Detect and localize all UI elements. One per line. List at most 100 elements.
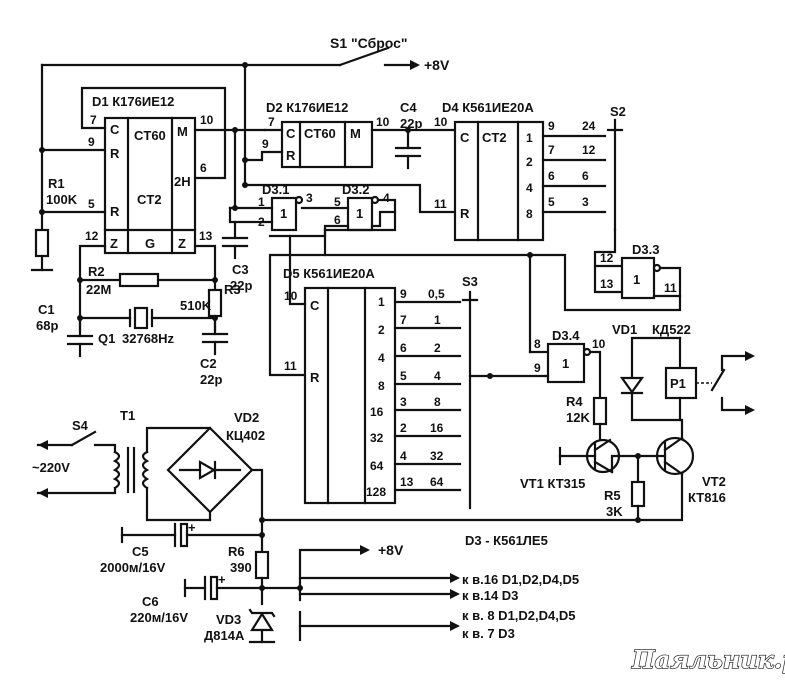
d32-name: D3.2 [342, 182, 369, 197]
svg-text:16: 16 [370, 405, 384, 419]
switch-s2[interactable]: S2 [606, 104, 626, 232]
switch-s1: S1 "Сброс" +8V [40, 35, 450, 73]
svg-text:7: 7 [400, 313, 407, 327]
d31-name: D3.1 [262, 182, 289, 197]
d4-chip: D4 К561ИЕ20А C R CT2 10 11 [434, 100, 545, 242]
vt2-transistor: VT2 КТ816 [655, 436, 726, 505]
vd3-type: Д814А [204, 628, 245, 643]
gate-d31: 1 D3.1 1 2 3 [258, 182, 313, 232]
vd1-name: VD1 [612, 322, 637, 337]
svg-text:0,5: 0,5 [428, 287, 445, 301]
d34-name: D3.4 [552, 328, 580, 343]
svg-text:24: 24 [582, 119, 596, 133]
d2-ct60: CT60 [304, 126, 336, 141]
r4-value: 12K [566, 410, 590, 425]
svg-text:9: 9 [400, 287, 407, 301]
s1-label: S1 "Сброс" [330, 35, 408, 51]
vt2-type: КТ816 [688, 490, 726, 505]
r4-body [592, 396, 608, 426]
r5-value: 3K [606, 504, 623, 519]
svg-text:1: 1 [633, 272, 640, 287]
d4-c: C [460, 130, 470, 145]
svg-text:6: 6 [548, 169, 555, 183]
r5-body [630, 480, 646, 508]
s4-label: S4 [72, 418, 89, 433]
transformer-t1: T1 [112, 408, 150, 494]
svg-text:32: 32 [370, 431, 384, 445]
r6-name: R6 [228, 544, 245, 559]
t1-name: T1 [120, 408, 135, 423]
d2-chip: D2 К176ИЕ12 C R CT60 M 7 9 10 [262, 100, 390, 169]
d2-name: D2 К176ИЕ12 [266, 100, 348, 115]
svg-text:10: 10 [592, 337, 606, 351]
c4-name: C4 [400, 100, 417, 115]
svg-text:9: 9 [548, 119, 555, 133]
svg-text:3: 3 [306, 191, 313, 205]
gate-d34: 1 D3.4 8 9 10 [534, 328, 606, 384]
c6-name: C6 [142, 594, 159, 609]
svg-text:64: 64 [430, 475, 444, 489]
svg-text:9: 9 [262, 137, 269, 151]
d1-ct60: CT60 [134, 128, 166, 143]
c5: + C5 2000м/16V [100, 520, 264, 575]
c3-name: C3 [232, 262, 249, 277]
watermark: Паяльник.ру [631, 645, 785, 674]
svg-text:6: 6 [334, 213, 341, 227]
switch-s4[interactable]: S4 ~220V [32, 418, 117, 498]
d5-chip: D5 К561ИЕ20А C R 10 11 [283, 266, 397, 505]
svg-text:13: 13 [600, 277, 614, 291]
d2-c: C [286, 126, 296, 141]
svg-text:+: + [218, 572, 226, 587]
svg-text:6: 6 [582, 169, 589, 183]
vd3-name: VD3 [216, 612, 241, 627]
d1-r1: R [110, 146, 120, 161]
power-note-2: к в.14 D3 [462, 588, 518, 603]
c6: + C6 220м/16V [130, 572, 302, 625]
svg-text:8: 8 [434, 395, 441, 409]
svg-text:6: 6 [200, 161, 207, 175]
svg-text:64: 64 [370, 459, 384, 473]
svg-text:128: 128 [366, 485, 386, 499]
d1-z1: Z [110, 236, 118, 251]
s2-label: S2 [610, 104, 626, 119]
switch-s3[interactable]: S3 [461, 274, 479, 510]
svg-text:9: 9 [88, 135, 95, 149]
svg-text:2: 2 [434, 341, 441, 355]
r1: R1 100K [30, 176, 78, 272]
svg-text:10: 10 [376, 115, 390, 129]
c5-name: C5 [132, 544, 149, 559]
svg-text:16: 16 [430, 421, 444, 435]
power-note-4: к в. 7 D3 [462, 626, 515, 641]
svg-text:1: 1 [258, 195, 265, 209]
vt1-transistor: VT1 КТ315 [520, 438, 621, 491]
d33-name: D3.3 [632, 242, 659, 257]
q1-value: 32768Hz [122, 331, 175, 346]
svg-text:1: 1 [280, 206, 287, 221]
d3-note: D3 - К561ЛЕ5 [465, 533, 548, 548]
q1-crystal [128, 306, 154, 330]
svg-text:1: 1 [356, 206, 363, 221]
svg-text:4: 4 [378, 351, 385, 365]
s3-label: S3 [462, 274, 478, 289]
d1-g: G [145, 236, 155, 251]
svg-text:4: 4 [383, 191, 390, 205]
svg-text:1: 1 [562, 356, 569, 371]
q1-name: Q1 [98, 331, 115, 346]
svg-text:1: 1 [526, 131, 533, 145]
power-note-3: к в. 8 D1,D2,D4,D5 [462, 608, 575, 623]
svg-text:7: 7 [90, 113, 97, 127]
supply2-label: +8V [378, 542, 404, 558]
svg-text:3: 3 [582, 195, 589, 209]
vt2-name: VT2 [702, 474, 726, 489]
r1-value: 100K [46, 192, 78, 207]
r3-name: R3 [224, 282, 241, 297]
vd2-name: VD2 [234, 410, 259, 425]
r3-value: 510K [180, 298, 212, 313]
svg-text:11: 11 [284, 359, 297, 373]
d2-r: R [286, 148, 296, 163]
r6-body [254, 550, 270, 580]
svg-text:+: + [188, 520, 196, 535]
svg-text:10: 10 [434, 115, 448, 129]
svg-text:5: 5 [334, 195, 341, 209]
